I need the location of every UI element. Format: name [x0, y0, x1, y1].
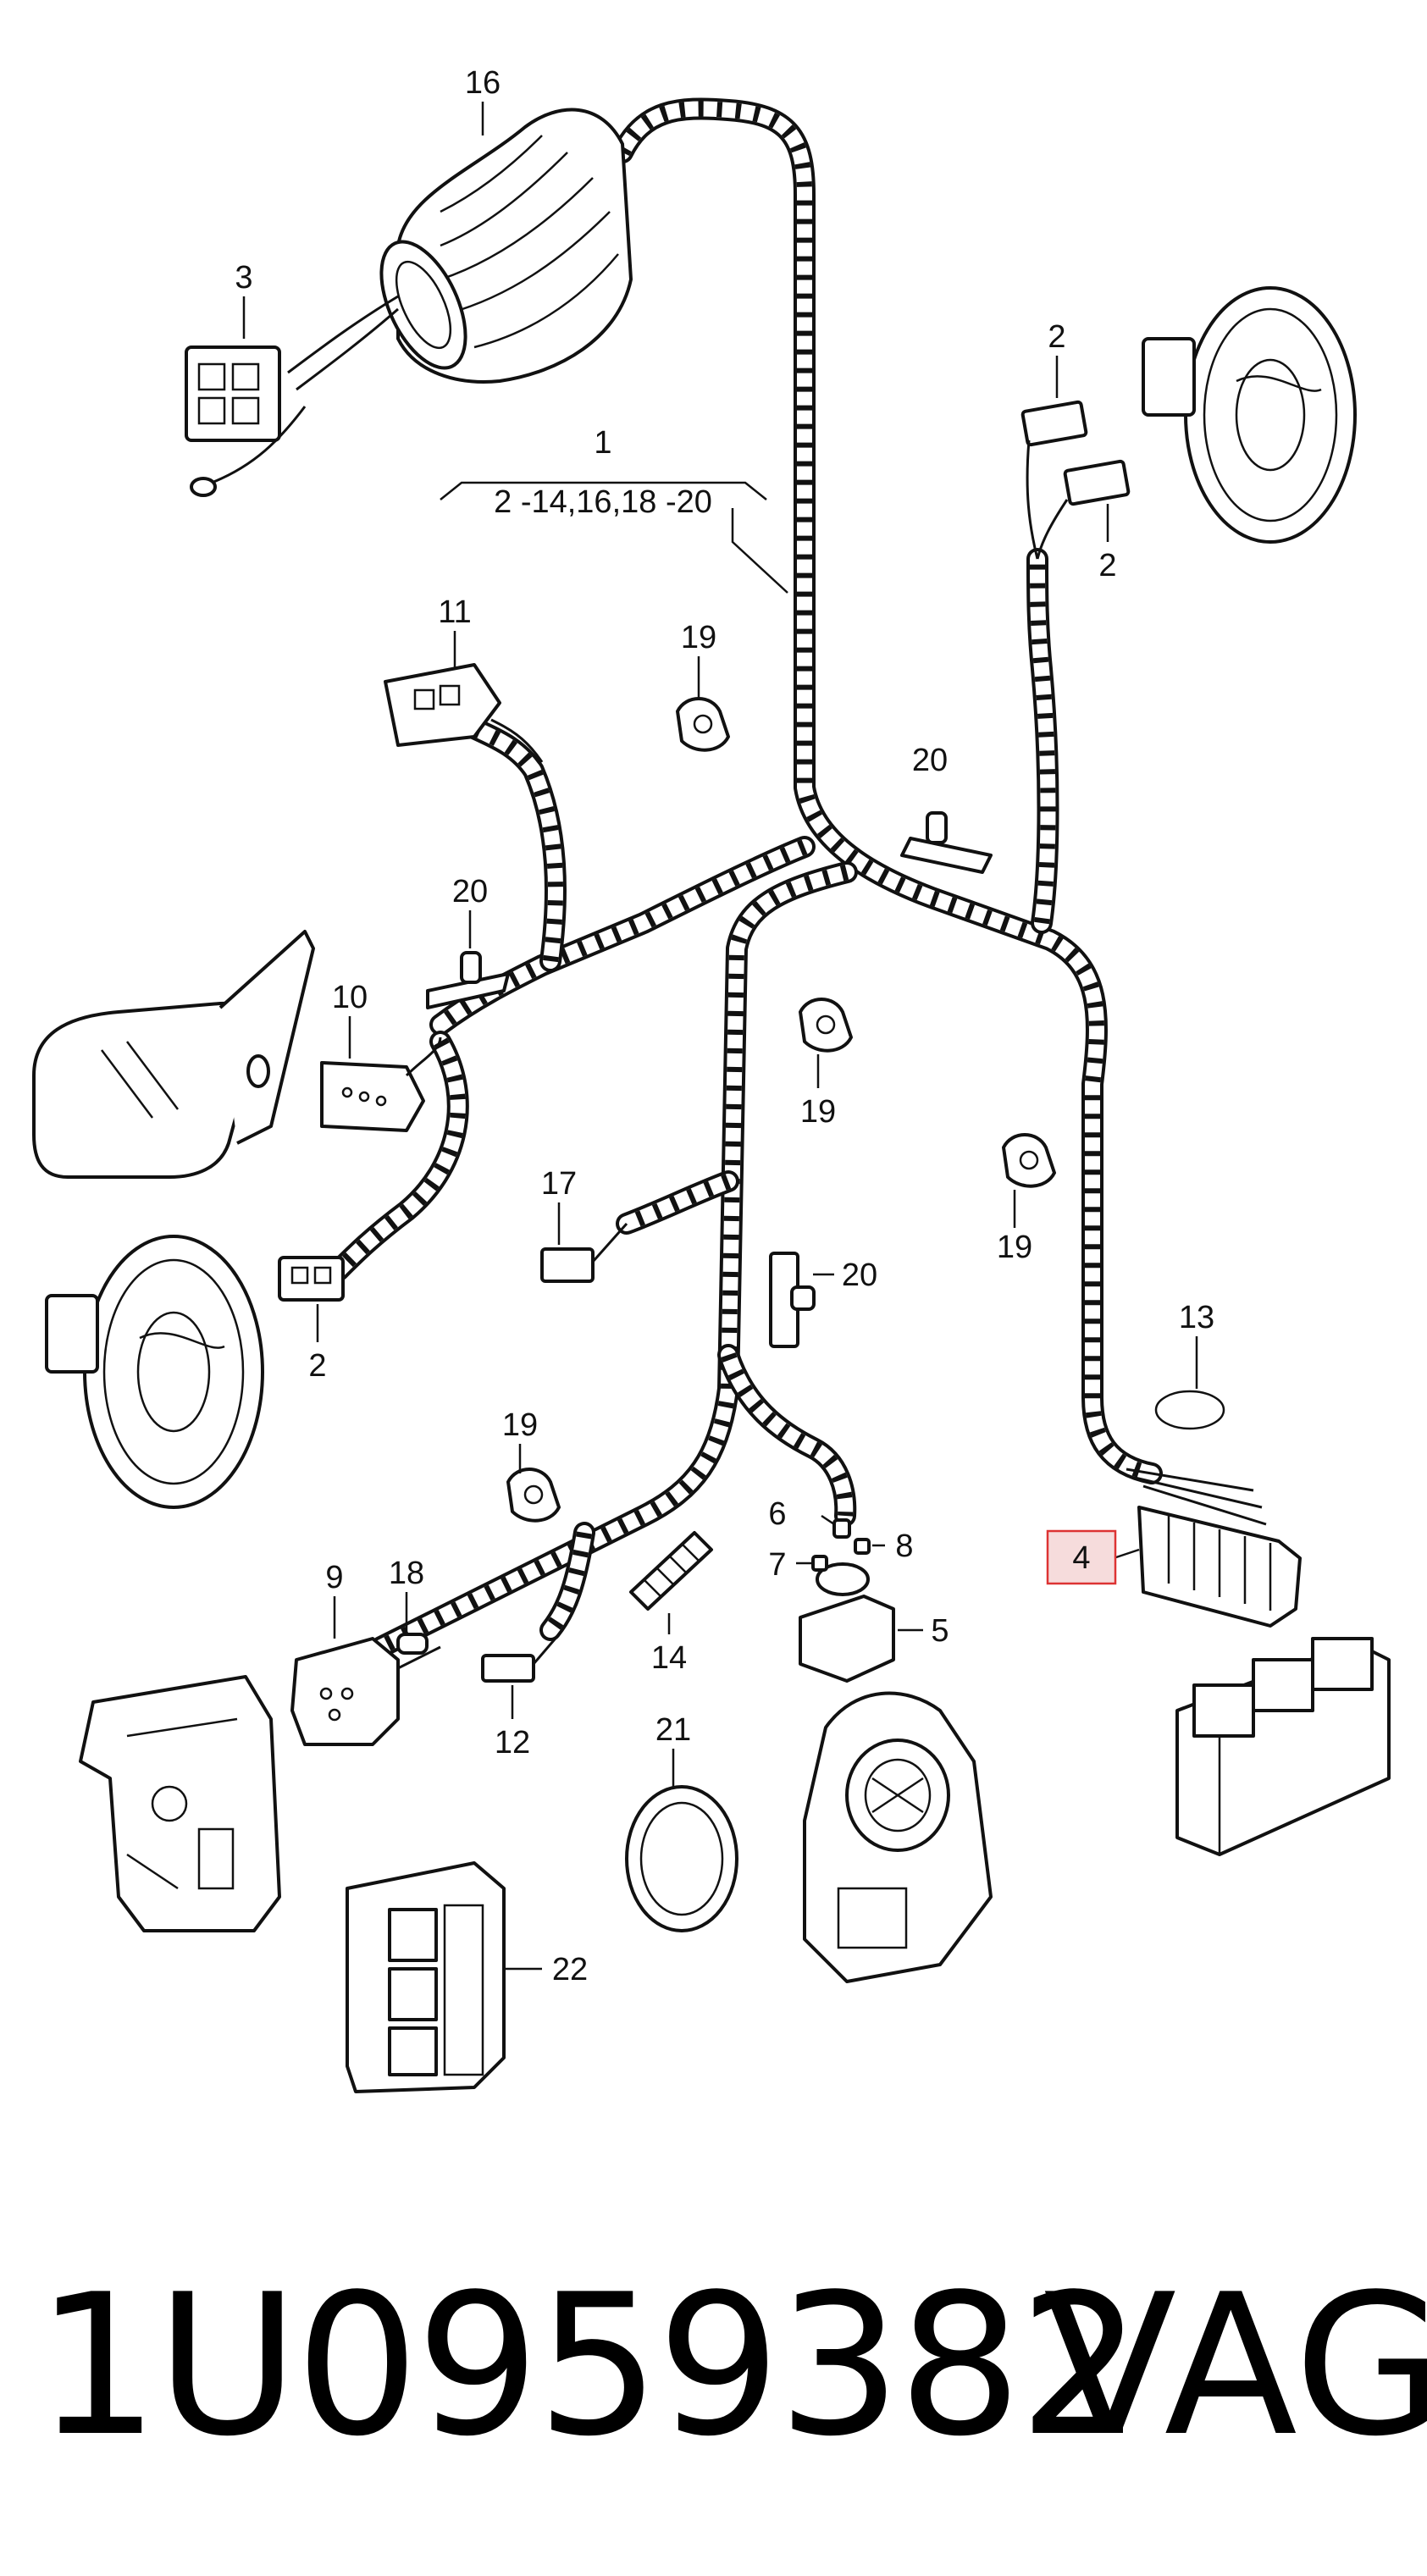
leader-lines [242, 102, 1198, 1971]
relay-block-part-22 [346, 1861, 506, 2093]
callout-8: 8 [895, 1528, 913, 1564]
callout-14: 14 [651, 1640, 687, 1676]
callout-10: 10 [332, 980, 368, 1015]
part-number: 1U0959382 [36, 2253, 1142, 2479]
grommet-part-16 [379, 108, 633, 384]
callout-5: 5 [931, 1613, 949, 1649]
connector-part-3 [185, 295, 399, 497]
callout-2-lower: 2 [308, 1348, 326, 1384]
clip-part-20-right [769, 1252, 816, 1348]
callout-2-upper: 2 [1098, 548, 1116, 583]
cable-tie-part-13 [1154, 1390, 1225, 1430]
clip-part-20-top [900, 811, 993, 874]
wiring-harness-diagram: 16 3 1 2 -14,16,18 -20 2 2 11 19 20 20 1… [32, 65, 1391, 2093]
door-lock [79, 1675, 281, 1932]
callout-7: 7 [768, 1547, 786, 1583]
sleeve-part-14 [629, 1531, 713, 1611]
callout-18: 18 [389, 1556, 424, 1591]
connector-part-2-lower [278, 1256, 345, 1302]
brand-name: VAG [1043, 2253, 1427, 2479]
callout-21: 21 [655, 1712, 691, 1748]
callout-16: 16 [465, 65, 501, 101]
switch-part-5 [799, 1518, 895, 1683]
callout-20-top: 20 [912, 743, 948, 778]
window-motor [803, 1691, 993, 1983]
callout-1: 1 [594, 425, 611, 461]
callout-19-lower: 19 [502, 1407, 538, 1443]
callout-22: 22 [552, 1952, 588, 1987]
connector-part-12 [481, 1633, 561, 1683]
clip-part-19-b [799, 998, 853, 1053]
connector-part-17 [540, 1223, 628, 1283]
part-4-highlight [1046, 1529, 1117, 1585]
module-block-right [1175, 1637, 1391, 1856]
clip-part-19-d [506, 1468, 561, 1523]
callout-20-right: 20 [842, 1258, 877, 1293]
callout-labels: 16 3 1 2 -14,16,18 -20 2 2 11 19 20 20 1… [235, 65, 1214, 1987]
callout-19-top: 19 [681, 620, 716, 655]
callout-2-top: 2 [1048, 319, 1065, 355]
callout-4: 4 [1072, 1540, 1090, 1576]
callout-19-right: 19 [997, 1230, 1032, 1265]
clip-part-20-left [426, 951, 510, 1009]
connector-part-10 [320, 1036, 442, 1132]
seal-ring-part-21 [625, 1785, 738, 1932]
side-mirror [32, 930, 315, 1179]
callout-11: 11 [438, 594, 471, 630]
callout-6: 6 [768, 1496, 786, 1532]
callout-1-range: 2 -14,16,18 -20 [494, 484, 712, 520]
callout-17: 17 [541, 1166, 577, 1202]
connector-part-11 [384, 663, 544, 763]
clip-part-19-a [676, 697, 730, 752]
speaker-upper-right [1142, 286, 1357, 544]
connector-part-4 [1126, 1468, 1302, 1628]
callout-13: 13 [1179, 1300, 1214, 1335]
main-harness [328, 97, 1163, 1658]
callout-19-middle: 19 [800, 1094, 836, 1130]
callout-3: 3 [235, 260, 252, 296]
grommet-part-18 [396, 1633, 429, 1655]
connector-part-9 [290, 1637, 441, 1746]
callout-12: 12 [495, 1725, 530, 1761]
connectors-part-2-upper [1020, 400, 1131, 560]
speaker-lower-left [45, 1235, 264, 1509]
callout-20-left: 20 [452, 874, 488, 909]
callout-9: 9 [325, 1560, 343, 1595]
clip-part-19-c [1002, 1133, 1056, 1188]
